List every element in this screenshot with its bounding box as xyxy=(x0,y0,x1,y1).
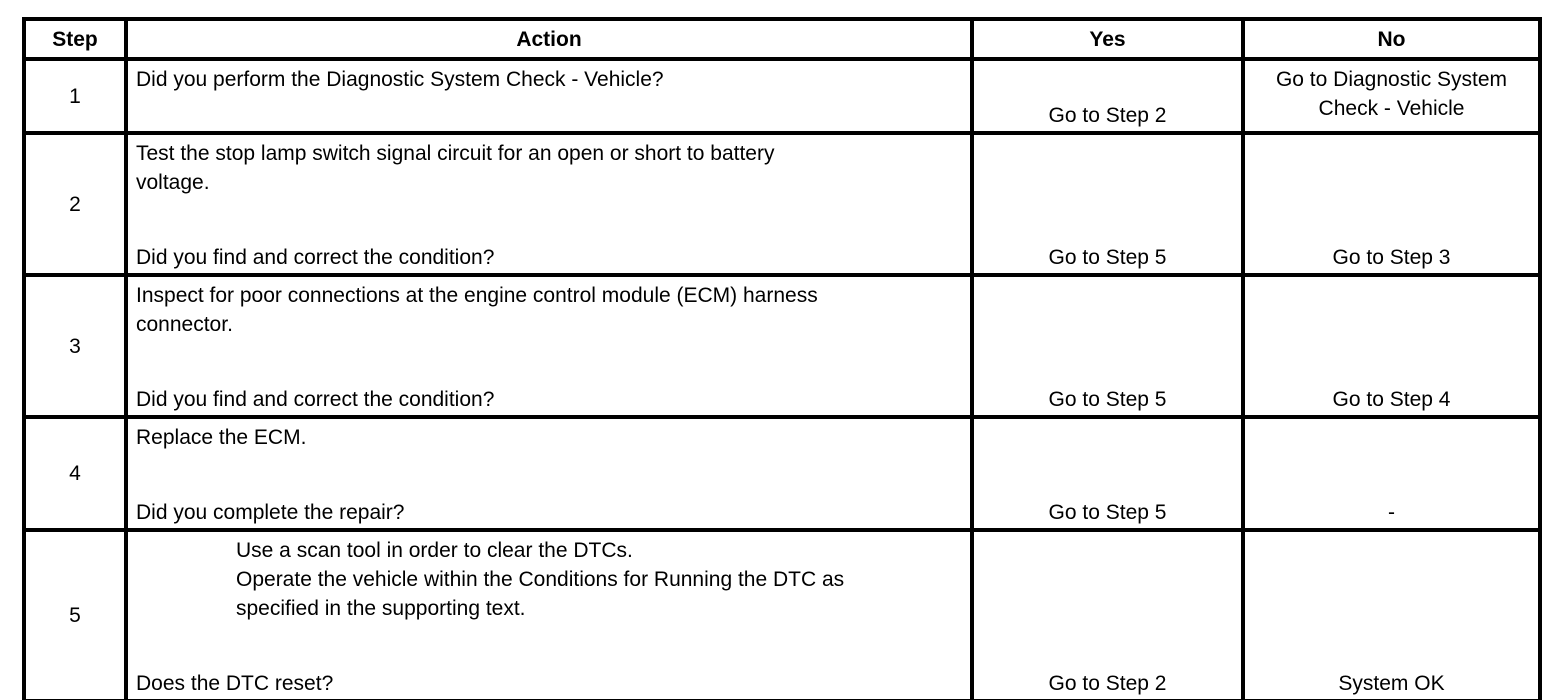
no-result-line-1: Go to Diagnostic System xyxy=(1275,68,1508,91)
yes-cell: Go to Step 5 xyxy=(970,131,1245,277)
table-row: 5 Use a scan tool in order to clear the … xyxy=(22,528,1542,700)
header-yes: Yes xyxy=(970,17,1245,61)
header-action: Action xyxy=(124,17,974,61)
step-number: 3 xyxy=(22,273,128,419)
action-cell: Did you perform the Diagnostic System Ch… xyxy=(124,57,974,135)
header-step: Step xyxy=(22,17,128,61)
action-text: Test the stop lamp switch signal circuit… xyxy=(136,142,775,165)
yes-result: Go to Step 5 xyxy=(1048,501,1167,524)
no-cell: System OK xyxy=(1241,528,1542,700)
yes-result: Go to Step 5 xyxy=(1048,388,1167,411)
question-text: Did you find and correct the condition? xyxy=(136,388,495,411)
yes-result: Go to Step 2 xyxy=(1048,672,1167,695)
diagnostic-table: Step Action Yes No 1 Did you perform the… xyxy=(22,17,1542,700)
action-cell: Replace the ECM. Did you complete the re… xyxy=(124,415,974,532)
action-text: Inspect for poor connections at the engi… xyxy=(136,284,818,307)
no-result: - xyxy=(1388,501,1395,524)
table-row: 4 Replace the ECM. Did you complete the … xyxy=(22,415,1542,532)
table-row: 3 Inspect for poor connections at the en… xyxy=(22,273,1542,419)
table-row: 2 Test the stop lamp switch signal circu… xyxy=(22,131,1542,277)
header-row: Step Action Yes No xyxy=(22,17,1542,61)
action-text: Use a scan tool in order to clear the DT… xyxy=(236,539,633,562)
yes-cell: Go to Step 2 xyxy=(970,528,1245,700)
yes-cell: Go to Step 5 xyxy=(970,273,1245,419)
no-cell: Go to Diagnostic System Check - Vehicle xyxy=(1241,57,1542,135)
step-number: 2 xyxy=(22,131,128,277)
action-text: Replace the ECM. xyxy=(136,426,307,449)
action-text: specified in the supporting text. xyxy=(236,597,526,620)
action-text: connector. xyxy=(136,313,233,336)
header-no: No xyxy=(1241,17,1542,61)
step-number: 5 xyxy=(22,528,128,700)
question-text: Did you find and correct the condition? xyxy=(136,246,495,269)
yes-cell: Go to Step 2 xyxy=(970,57,1245,135)
no-result-line-2: Check - Vehicle xyxy=(1318,97,1465,120)
yes-result: Go to Step 2 xyxy=(1048,104,1167,127)
action-text: voltage. xyxy=(136,171,210,194)
no-cell: - xyxy=(1241,415,1542,532)
no-result: Go to Step 3 xyxy=(1332,246,1451,269)
no-result: Go to Step 4 xyxy=(1332,388,1451,411)
yes-result: Go to Step 5 xyxy=(1048,246,1167,269)
no-cell: Go to Step 4 xyxy=(1241,273,1542,419)
no-cell: Go to Step 3 xyxy=(1241,131,1542,277)
action-text: Operate the vehicle within the Condition… xyxy=(236,568,845,591)
no-result: System OK xyxy=(1338,672,1445,695)
step-number: 4 xyxy=(22,415,128,532)
action-cell: Test the stop lamp switch signal circuit… xyxy=(124,131,974,277)
action-text: Did you perform the Diagnostic System Ch… xyxy=(136,68,664,91)
question-text: Did you complete the repair? xyxy=(136,501,405,524)
table-row: 1 Did you perform the Diagnostic System … xyxy=(22,57,1542,135)
action-cell: Use a scan tool in order to clear the DT… xyxy=(124,528,974,700)
question-text: Does the DTC reset? xyxy=(136,672,334,695)
step-number: 1 xyxy=(22,57,128,135)
yes-cell: Go to Step 5 xyxy=(970,415,1245,532)
action-cell: Inspect for poor connections at the engi… xyxy=(124,273,974,419)
